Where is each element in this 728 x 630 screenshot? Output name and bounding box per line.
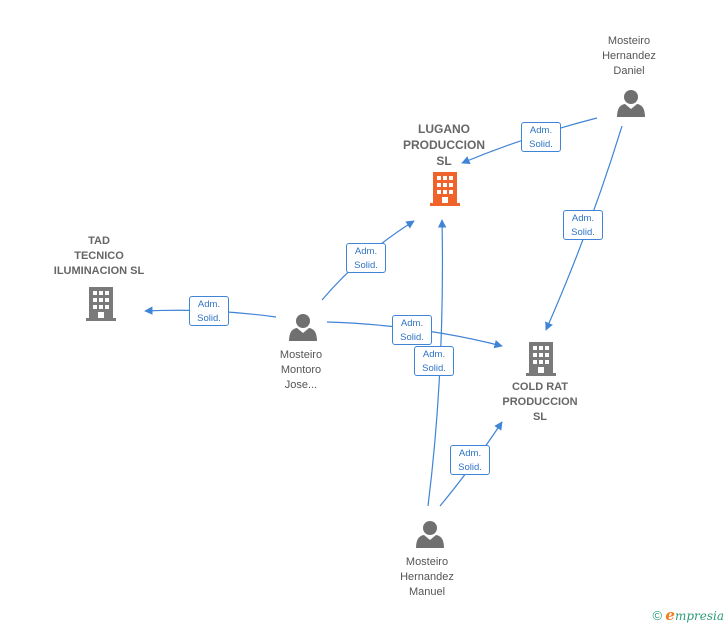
manuel-person-icon[interactable] <box>416 521 444 548</box>
tad-label[interactable]: TAD TECNICO ILUMINACION SL <box>53 235 145 277</box>
brand-logo-text: mpresia <box>674 609 724 623</box>
cold-rat-label[interactable]: COLD RAT PRODUCCION SL <box>502 381 578 423</box>
daniel-person-icon[interactable] <box>617 90 645 117</box>
jose-label[interactable]: Mosteiro Montoro Jose... <box>279 349 323 391</box>
lugano-label[interactable]: LUGANO PRODUCCION SL <box>402 122 485 168</box>
edge-label-jose-tad[interactable]: Adm.Solid. <box>189 296 229 326</box>
lugano-building-icon[interactable] <box>430 172 460 206</box>
edge-label-jose-lugano[interactable]: Adm.Solid. <box>346 243 386 273</box>
daniel-label[interactable]: Mosteiro Hernandez Daniel <box>602 35 656 77</box>
empresia-brand[interactable]: © empresia <box>652 606 724 624</box>
tad-building-icon[interactable] <box>86 287 116 321</box>
edge-label-jose-cold-rat[interactable]: Adm.Solid. <box>392 315 432 345</box>
copyright-icon: © <box>652 608 663 623</box>
edge-label-manuel-cold-rat[interactable]: Adm.Solid. <box>450 445 490 475</box>
edge-label-manuel-lugano[interactable]: Adm.Solid. <box>414 346 454 376</box>
manuel-label[interactable]: Mosteiro Hernandez Manuel <box>400 556 454 598</box>
brand-logo-e: e <box>665 606 675 624</box>
edge-label-daniel-cold-rat[interactable]: Adm.Solid. <box>563 210 603 240</box>
jose-person-icon[interactable] <box>289 314 317 341</box>
cold-rat-building-icon[interactable] <box>526 342 556 376</box>
edge-label-daniel-lugano[interactable]: Adm.Solid. <box>521 122 561 152</box>
